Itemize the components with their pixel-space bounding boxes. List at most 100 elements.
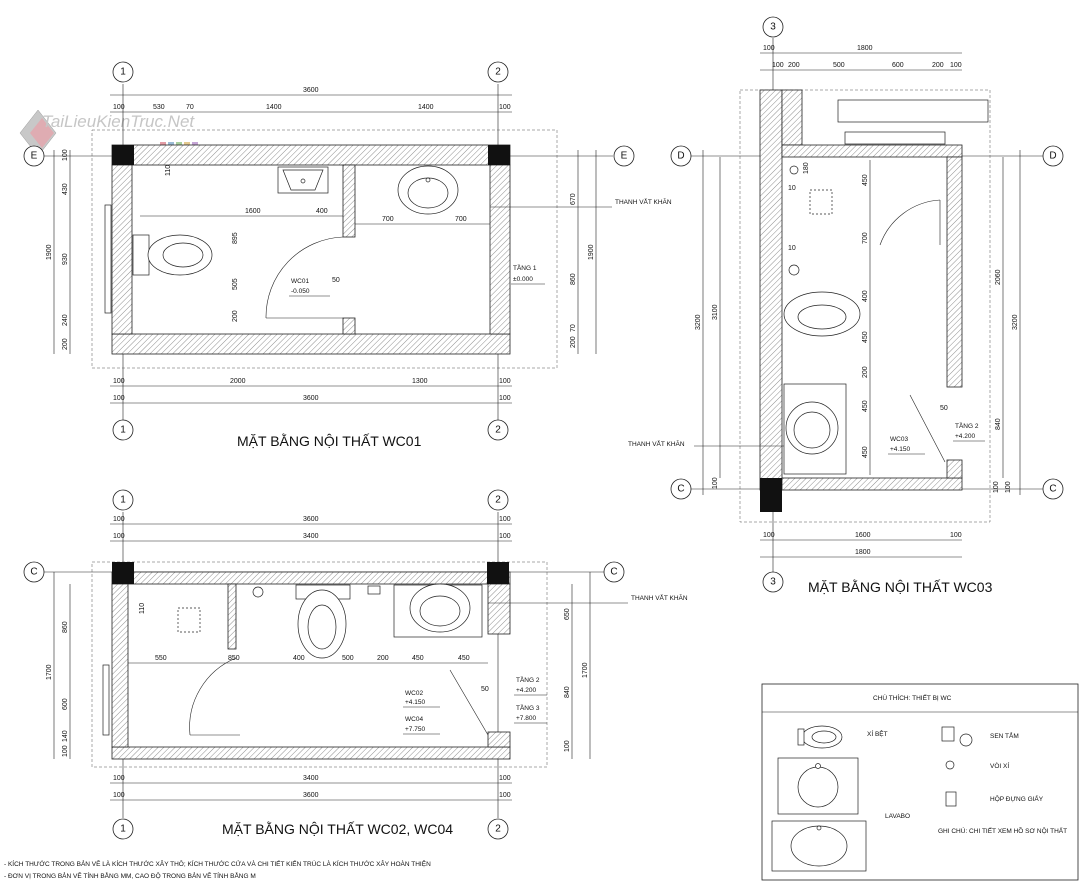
svg-text:100: 100 xyxy=(499,378,511,385)
grid-bubble-e-left: E xyxy=(23,145,45,167)
svg-text:200: 200 xyxy=(570,336,577,348)
svg-text:3: 3 xyxy=(770,22,776,33)
svg-text:930: 930 xyxy=(62,253,69,265)
svg-text:700: 700 xyxy=(455,216,467,223)
svg-text:100: 100 xyxy=(499,775,511,782)
svg-text:3100: 3100 xyxy=(712,304,719,320)
legend-item-paper-box: HỘP ĐỰNG GIẤY xyxy=(990,793,1044,803)
svg-text:100: 100 xyxy=(113,395,125,402)
svg-text:850: 850 xyxy=(228,655,240,662)
svg-text:3400: 3400 xyxy=(303,775,319,782)
callout-towel-bar-wc03: THANH VẮT KHĂN xyxy=(628,439,685,448)
level-room-wc03: WC03 xyxy=(890,436,908,443)
callout-towel-bar-wc02: THANH VẮT KHĂN xyxy=(631,593,688,602)
svg-text:200: 200 xyxy=(788,62,800,69)
toilet-wc01 xyxy=(132,234,213,276)
svg-text:200: 200 xyxy=(232,310,239,322)
svg-text:860: 860 xyxy=(570,273,577,285)
level-room-wc03-value: +4.150 xyxy=(890,446,910,453)
svg-text:400: 400 xyxy=(316,208,328,215)
dim-top-total: 3600 xyxy=(303,87,319,94)
level-room-wc01: WC01 xyxy=(291,278,309,285)
legend-item-faucet: VÒI XÍ xyxy=(990,761,1009,770)
svg-text:450: 450 xyxy=(862,174,869,186)
svg-text:100: 100 xyxy=(499,104,511,111)
svg-text:895: 895 xyxy=(232,232,239,244)
svg-text:840: 840 xyxy=(564,686,571,698)
svg-text:100: 100 xyxy=(62,745,69,757)
level-floor-3-value: +7.800 xyxy=(516,715,536,722)
legend-shower-icon xyxy=(941,726,973,747)
svg-text:70: 70 xyxy=(186,104,194,111)
svg-text:C: C xyxy=(677,484,684,495)
svg-text:100: 100 xyxy=(499,533,511,540)
svg-text:1: 1 xyxy=(120,824,126,835)
level-room-wc04-value: +7.750 xyxy=(405,726,425,733)
svg-text:1900: 1900 xyxy=(46,244,53,260)
svg-text:180: 180 xyxy=(803,162,810,174)
svg-text:700: 700 xyxy=(862,232,869,244)
svg-text:200: 200 xyxy=(377,655,389,662)
grid-bubble-c-right-wc02: C xyxy=(603,561,625,583)
svg-text:100: 100 xyxy=(113,775,125,782)
plan-wc01: 1 2 1 2 E E 3600 100 530 70 1400 1400 10… xyxy=(23,61,672,449)
svg-text:860: 860 xyxy=(62,621,69,633)
svg-text:500: 500 xyxy=(833,62,845,69)
svg-text:1: 1 xyxy=(120,425,126,436)
svg-text:430: 430 xyxy=(62,183,69,195)
svg-text:E: E xyxy=(621,151,628,162)
svg-text:240: 240 xyxy=(62,314,69,326)
level-floor-wc01-value: ±0.000 xyxy=(513,276,533,283)
svg-text:550: 550 xyxy=(155,655,167,662)
svg-text:1600: 1600 xyxy=(245,208,261,215)
level-room-wc02: WC02 xyxy=(405,690,423,697)
shower-wc03 xyxy=(789,165,833,215)
svg-text:1900: 1900 xyxy=(588,244,595,260)
svg-text:10: 10 xyxy=(788,245,796,252)
svg-text:400: 400 xyxy=(293,655,305,662)
legend-faucet-icon xyxy=(945,760,955,770)
svg-text:100: 100 xyxy=(772,62,784,69)
callout-towel-bar-wc01: THANH VẮT KHĂN xyxy=(615,197,672,206)
door-swing-wc02 xyxy=(189,657,237,736)
grid-bubble-e-right: E xyxy=(613,145,635,167)
svg-text:450: 450 xyxy=(862,400,869,412)
svg-text:70: 70 xyxy=(570,324,577,332)
toilet-wc03 xyxy=(783,264,861,337)
svg-text:530: 530 xyxy=(153,104,165,111)
grid-bubble-1-bottom-wc02: 1 xyxy=(112,818,134,840)
svg-text:3200: 3200 xyxy=(695,314,702,330)
svg-text:650: 650 xyxy=(564,608,571,620)
svg-text:50: 50 xyxy=(481,686,489,693)
level-floor-wc01: TẦNG 1 xyxy=(513,262,537,272)
lavabo-wc02 xyxy=(393,583,483,638)
svg-text:450: 450 xyxy=(458,655,470,662)
svg-text:100: 100 xyxy=(113,792,125,799)
watermark-text: TaiLieuKienTruc.Net xyxy=(42,112,195,131)
svg-text:1600: 1600 xyxy=(855,532,871,539)
grid-bubble-1-bottom: 1 xyxy=(112,419,134,441)
legend-toilet-icon xyxy=(797,725,843,749)
svg-text:670: 670 xyxy=(570,193,577,205)
svg-text:450: 450 xyxy=(862,446,869,458)
svg-text:50: 50 xyxy=(332,277,340,284)
svg-text:200: 200 xyxy=(932,62,944,69)
plan-title-wc02-wc04: MẶT BẰNG NỘI THẤT WC02, WC04 xyxy=(222,820,453,837)
plan-title-wc01: MẶT BẰNG NỘI THẤT WC01 xyxy=(237,432,422,449)
svg-text:C: C xyxy=(610,567,617,578)
svg-text:3200: 3200 xyxy=(1012,314,1019,330)
legend-lavabo-icon-b xyxy=(771,820,867,872)
legend-paper-box-icon xyxy=(945,791,957,807)
svg-text:840: 840 xyxy=(995,418,1002,430)
svg-text:1800: 1800 xyxy=(855,549,871,556)
level-floor-wc03-value: +4.200 xyxy=(955,433,975,440)
grid-bubble-1-top: 1 xyxy=(112,61,134,83)
level-room-wc01-value: -0.050 xyxy=(291,288,310,295)
grid-bubble-1-top-wc02: 1 xyxy=(112,489,134,511)
svg-text:1800: 1800 xyxy=(857,45,873,52)
legend-lavabo-icon-a xyxy=(777,757,859,815)
grid-bubble-c-left: C xyxy=(670,478,692,500)
plan-wc02-wc04: 1 2 1 2 C C 3600 100 100 3400 100 100 xyxy=(23,489,688,840)
svg-text:2060: 2060 xyxy=(995,269,1002,285)
svg-text:505: 505 xyxy=(232,278,239,290)
